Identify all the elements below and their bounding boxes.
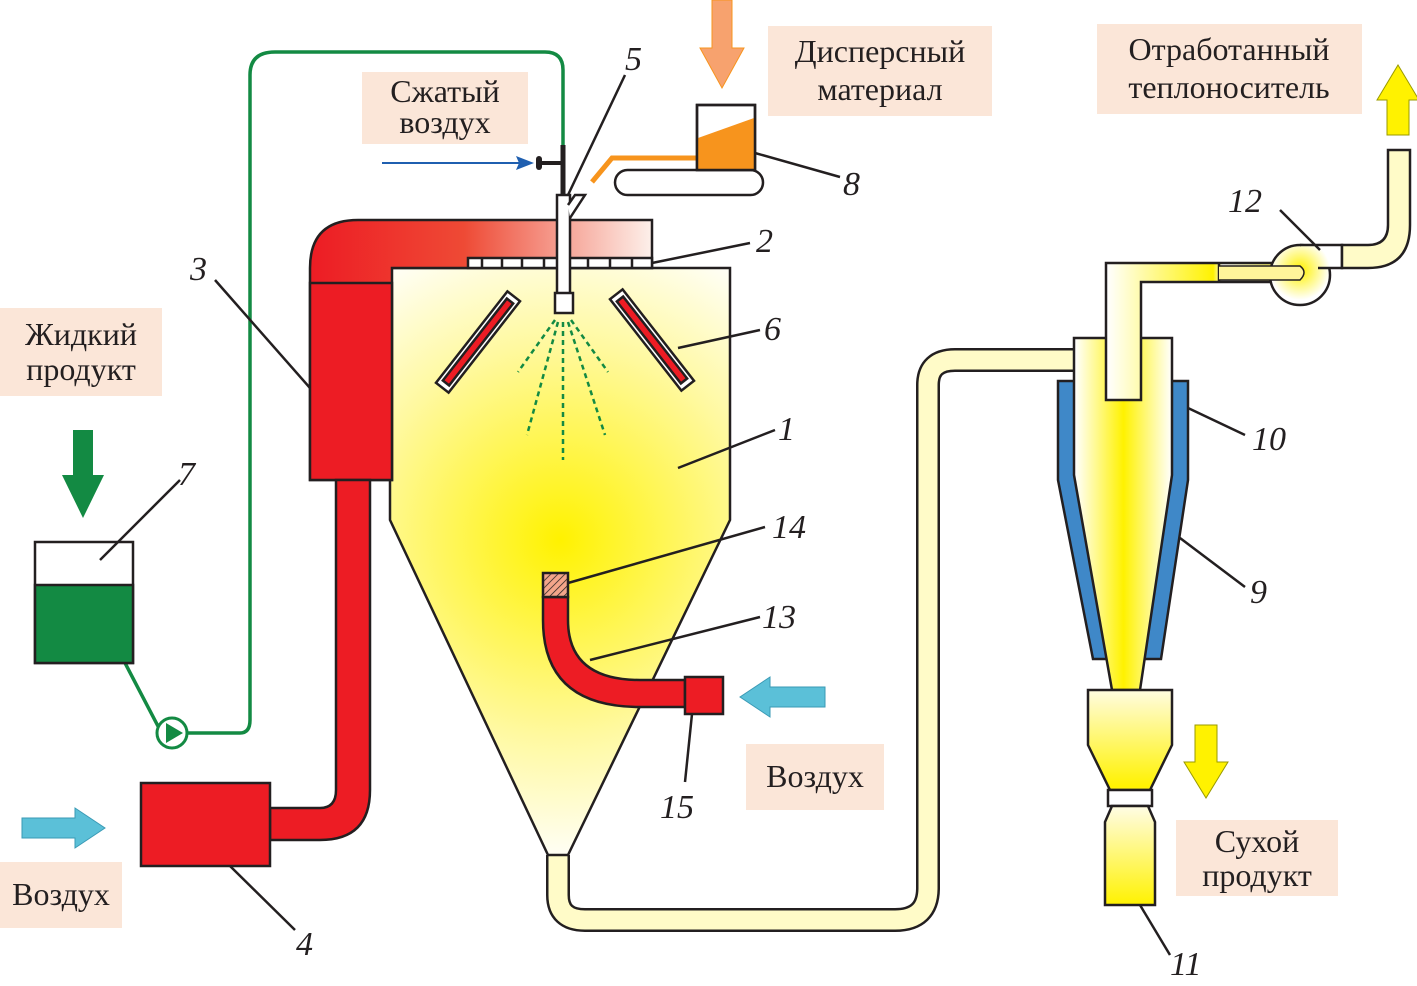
callout-7: 7 xyxy=(178,456,197,493)
svg-text:Воздух: Воздух xyxy=(12,876,110,912)
drying-chamber xyxy=(388,266,732,857)
air-inlet-arrow-left xyxy=(21,807,106,849)
exhaust-fan xyxy=(1219,148,1412,307)
svg-text:Сжатый: Сжатый xyxy=(390,73,499,109)
callout-11: 11 xyxy=(1170,946,1201,983)
pneumatic-nozzle xyxy=(536,145,588,315)
callout-5: 5 xyxy=(625,41,642,78)
svg-text:теплоноситель: теплоноситель xyxy=(1128,69,1329,105)
svg-text:Дисперсный: Дисперсный xyxy=(795,33,965,69)
callout-9: 9 xyxy=(1250,574,1267,611)
liquid-product-tank xyxy=(33,540,135,665)
pump-icon xyxy=(155,716,189,750)
label-air-left: Воздух xyxy=(0,862,122,928)
svg-text:Воздух: Воздух xyxy=(766,758,864,794)
callout-15: 15 xyxy=(660,789,694,826)
air-heater xyxy=(139,781,272,868)
svg-text:продукт: продукт xyxy=(1202,857,1312,893)
exhaust-arrow xyxy=(1376,64,1417,136)
callout-10: 10 xyxy=(1252,421,1286,458)
label-dry-product: Сухой продукт xyxy=(1176,820,1338,896)
callout-12: 12 xyxy=(1228,183,1262,220)
dispersed-material-feeder xyxy=(590,103,765,197)
compressed-air-arrow xyxy=(382,156,534,170)
dry-product-collector xyxy=(1086,688,1174,907)
svg-text:Сухой: Сухой xyxy=(1215,823,1299,859)
callout-3: 3 xyxy=(189,251,207,288)
callout-8: 8 xyxy=(843,166,860,203)
dry-product-arrow xyxy=(1183,724,1229,799)
ir-heater-left xyxy=(434,289,522,395)
heater-outlet-duct xyxy=(268,478,372,842)
air-inlet-arrow-right xyxy=(739,676,826,718)
label-dispersed-material: Дисперсный материал xyxy=(768,26,992,116)
label-compressed-air: Сжатый воздух xyxy=(362,72,528,144)
callout-2: 2 xyxy=(756,223,773,260)
label-liquid-product: Жидкий продукт xyxy=(0,308,162,396)
callout-1: 1 xyxy=(778,411,795,448)
liquid-feed-line xyxy=(123,50,565,735)
air-filter xyxy=(683,675,725,716)
liquid-product-arrow xyxy=(62,430,104,518)
callout-4: 4 xyxy=(296,926,313,963)
svg-text:материал: материал xyxy=(817,71,942,107)
callout-14: 14 xyxy=(772,509,806,546)
air-distributor xyxy=(541,571,570,599)
dispersed-material-arrow xyxy=(699,0,745,90)
svg-text:Жидкий: Жидкий xyxy=(25,316,137,352)
callout-numbers: 1 2 3 4 5 6 7 8 9 10 11 12 13 14 15 xyxy=(178,41,1286,983)
spray-cone xyxy=(516,319,610,460)
label-air-right: Воздух xyxy=(746,744,884,810)
callout-13: 13 xyxy=(762,599,796,636)
svg-text:Отработанный: Отработанный xyxy=(1129,31,1330,67)
svg-text:воздух: воздух xyxy=(399,104,490,140)
ir-heater-right xyxy=(608,287,696,393)
callout-6: 6 xyxy=(764,311,781,348)
svg-text:продукт: продукт xyxy=(26,351,136,387)
leader-lines xyxy=(99,74,1321,956)
label-spent-coolant: Отработанный теплоноситель xyxy=(1097,24,1362,114)
